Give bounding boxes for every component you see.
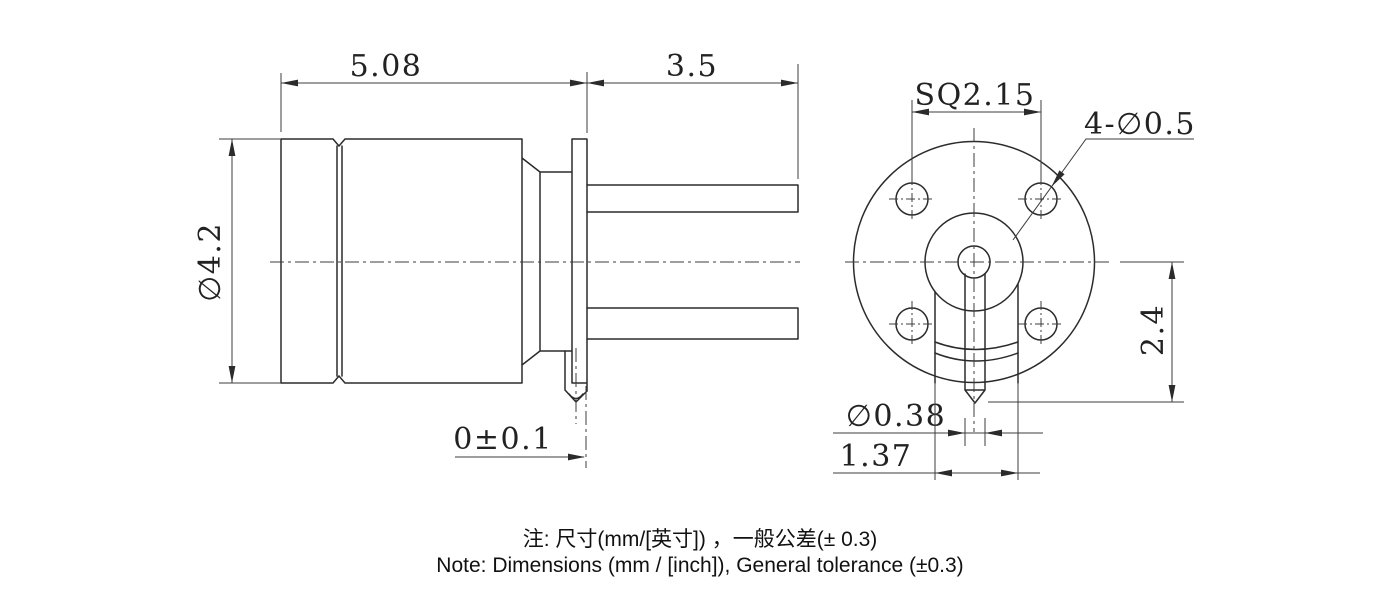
note-line-zh: 注: 尺寸(mm/[英寸]) ，一般公差(± 0.3) (523, 528, 878, 551)
extension-lines (988, 261, 1184, 403)
dim-leg-length: 3.5 (587, 49, 798, 87)
arrowhead (912, 108, 929, 116)
hole-crosshair (889, 176, 935, 222)
arrowhead (1024, 108, 1041, 116)
dim-body-length-label: 5.08 (350, 49, 423, 84)
arrowhead (1051, 170, 1065, 187)
dim-pin-flush: 0±0.1 (453, 422, 585, 461)
dim-leg-square: SQ2.15 (911, 78, 1042, 178)
arrowhead (781, 79, 798, 87)
dim-body-length: 5.08 (280, 49, 799, 179)
dim-pin-depth-label: 2.4 (1136, 304, 1171, 356)
arrowhead (935, 469, 952, 477)
arrowhead (948, 429, 965, 437)
hole-crosshair (1018, 176, 1064, 222)
note-line-en: Note: Dimensions (mm / [inch]), General … (436, 554, 963, 577)
hole-crosshair (889, 301, 935, 347)
extension-lines (280, 64, 799, 179)
extension-lines (911, 100, 1042, 178)
leader-line (1012, 138, 1194, 241)
dim-body-diameter-label: ∅4.2 (193, 222, 228, 302)
dim-pin-flush-label: 0±0.1 (453, 422, 552, 457)
notes: 注: 尺寸(mm/[英寸]) ，一般公差(± 0.3) Note: Dimens… (436, 528, 963, 577)
side-view (280, 138, 799, 403)
dim-leg-length-label: 3.5 (666, 49, 718, 84)
dim-tab-width-label: 1.37 (840, 439, 913, 474)
center-pin-side (564, 350, 588, 403)
arrowhead (1001, 469, 1018, 477)
dim-leg-holes: 4-∅0.5 (1012, 107, 1196, 241)
arrowhead (228, 139, 236, 156)
dim-pin-diameter-label: ∅0.38 (846, 399, 946, 434)
arrowhead (587, 79, 604, 87)
arrowhead (570, 79, 587, 87)
dim-pin-diameter: ∅0.38 (833, 399, 1043, 446)
dim-tab-width: 1.37 (833, 383, 1040, 480)
side-view-centerlines (270, 261, 800, 468)
arrowhead (281, 79, 298, 87)
dim-leg-square-label: SQ2.15 (915, 78, 1036, 113)
arrowhead (1168, 385, 1176, 402)
dim-pin-depth: 2.4 (988, 261, 1184, 403)
arrowhead (1168, 262, 1176, 279)
extension-lines (219, 138, 281, 384)
center-pin-front (964, 273, 986, 404)
bottom-tab (934, 283, 1019, 384)
arrowhead (985, 429, 1002, 437)
front-view-centerlines (845, 128, 1112, 432)
dim-body-diameter: ∅4.2 (193, 138, 281, 384)
hole-crosshair (1018, 301, 1064, 347)
dim-leg-holes-label: 4-∅0.5 (1084, 107, 1196, 142)
mounting-legs (586, 184, 799, 340)
arrowhead (568, 453, 585, 461)
arrowhead (228, 366, 236, 383)
extension-lines (833, 418, 1043, 446)
connector-body-outline (280, 138, 588, 392)
step-arcs (934, 341, 1019, 362)
